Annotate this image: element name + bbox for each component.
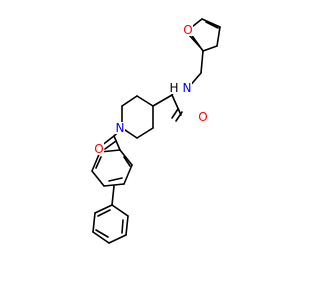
ketone-oxygen-label: O	[94, 142, 103, 156]
amide-hydrogen-label: H	[169, 81, 178, 95]
piperidine-ring	[121, 95, 154, 139]
lower-benzene-ring	[92, 204, 129, 244]
amide-nitrogen-label: N	[183, 81, 192, 95]
piperidine-nitrogen-label: N	[116, 121, 125, 135]
amide-oxygen-label: O	[198, 110, 207, 124]
atom-labels: O N H O N O	[94, 23, 208, 156]
furan-oxygen-label: O	[183, 23, 192, 37]
molecule-diagram: O N H O N O	[91, 18, 221, 244]
biphenyl-link	[111, 185, 115, 206]
furan-ring	[187, 18, 221, 52]
